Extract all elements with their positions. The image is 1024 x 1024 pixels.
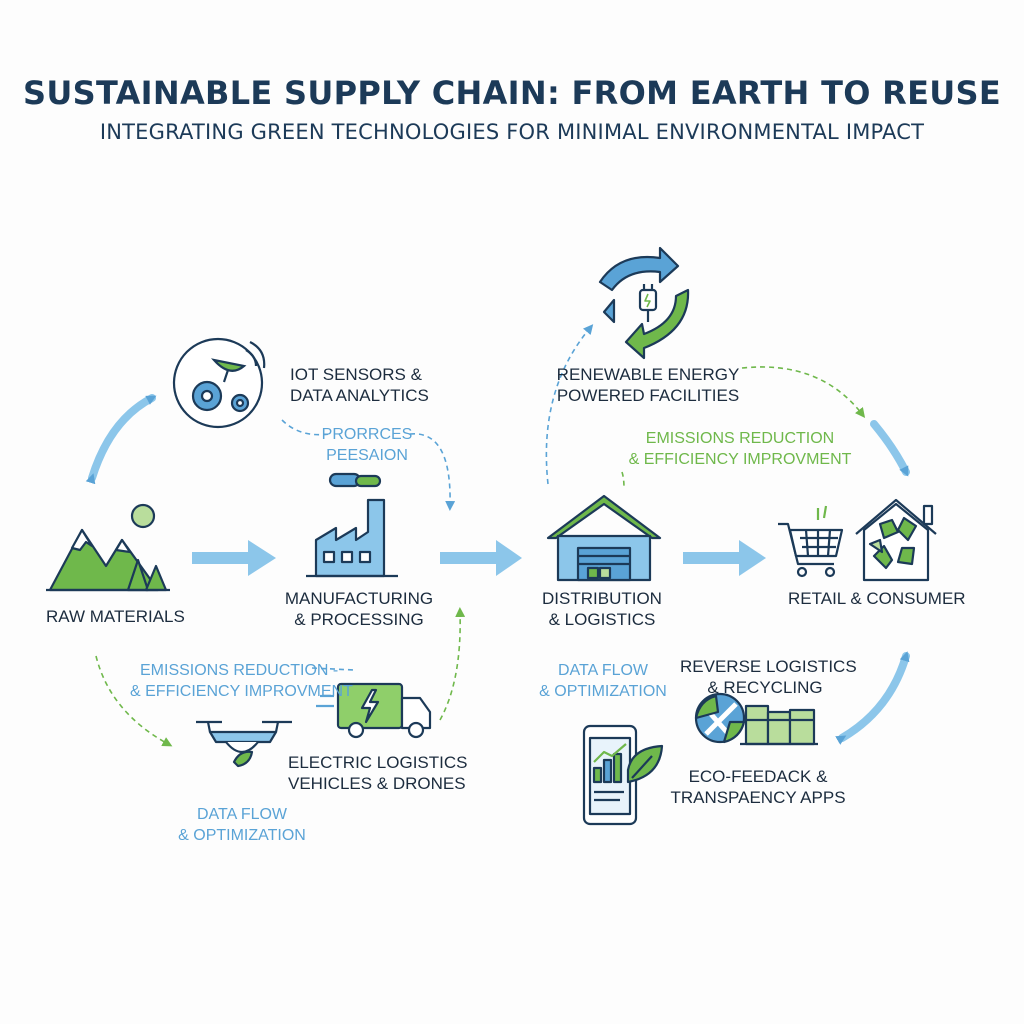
stage-manufacturing-line1: MANUFACTURING: [284, 589, 434, 608]
tech-iot-label: IOT SENSORS & DATA ANALYTICS: [290, 364, 429, 406]
stage-retail-label: RETAIL & CONSUMER: [788, 589, 966, 608]
tech-electric-line2: VEHICLES & DRONES: [288, 774, 466, 793]
tech-iot-line1: IOT SENSORS &: [290, 365, 422, 384]
tech-renewable-label: RENEWABLE ENERGY POWERED FACILITIES: [556, 364, 740, 406]
dashed-connector-truck-manufacturing: [439, 607, 466, 721]
dashed-connector-distribution-renewable: [545, 324, 594, 485]
tech-eco-feedback-line2: TRANSPAENCY APPS: [670, 788, 846, 807]
electric-truck-icon: [316, 682, 432, 739]
stage-manufacturing-label: MANUFACTURING & PROCESSING: [282, 588, 436, 630]
curved-arrow-raw-iot: [85, 394, 157, 485]
stage-manufacturing-line2: & PROCESSING: [294, 610, 424, 629]
annotation-emissions-right-line1: EMISSIONS REDUCTION: [645, 430, 835, 447]
annotation-emissions-right-line2: & EFFICIENCY IMPROVMENT: [628, 451, 852, 468]
tech-eco-feedback-label: ECO-FEEDACK & TRANSPAENCY APPS: [664, 766, 852, 808]
warehouse-icon: [546, 494, 662, 582]
drone-icon: [196, 720, 292, 768]
annotation-data-flow-right-line2: & OPTIMIZATION: [539, 683, 667, 700]
annotation-data-flow-right: DATA FLOW & OPTIMIZATION: [538, 660, 668, 702]
recycle-house-icon: [855, 498, 937, 582]
tech-reverse-line2: & RECYCLING: [707, 678, 823, 697]
annotation-data-flow-bottom-line1: DATA FLOW: [196, 806, 288, 823]
dashed-connector-iot-manufacturing: [281, 419, 450, 506]
dashed-connector-emissions-distribution: [621, 471, 625, 489]
tech-reverse-label: REVERSE LOGISTICS & RECYCLING: [680, 656, 857, 698]
annotation-data-flow-bottom-line2: & OPTIMIZATION: [178, 827, 306, 844]
annotation-data-flow-bottom: DATA FLOW & OPTIMIZATION: [174, 804, 310, 846]
flow-arrow-distribution-to-retail: [683, 540, 766, 576]
flow-arrow-manufacturing-to-distribution: [440, 540, 522, 576]
page-title: SUSTAINABLE SUPPLY CHAIN: FROM EARTH TO …: [22, 74, 1002, 112]
annotation-process-precision-line2: PEESAION: [326, 447, 408, 464]
stage-distribution-label: DISTRIBUTION & LOGISTICS: [532, 588, 672, 630]
renewable-energy-icon: [598, 246, 690, 360]
annotation-process-precision: PRORRCES PEESAION: [312, 424, 422, 466]
shopping-cart-icon: [778, 505, 844, 578]
stage-distribution-line2: & LOGISTICS: [548, 610, 656, 629]
page-subtitle: INTEGRATING GREEN TECHNOLOGIES FOR MINIM…: [99, 120, 925, 144]
recycling-icon: [694, 692, 818, 746]
annotation-data-flow-right-line1: DATA FLOW: [557, 662, 649, 679]
annotation-emissions-right: EMISSIONS REDUCTION & EFFICIENCY IMPROVM…: [620, 428, 860, 470]
phone-app-icon: [582, 724, 664, 826]
stage-distribution-line1: DISTRIBUTION: [542, 589, 662, 608]
annotation-emissions-left: EMISSIONS REDUCTION - & EFFICIENCY IMPRO…: [130, 660, 353, 702]
tech-reverse-line1: REVERSE LOGISTICS: [680, 657, 857, 676]
curved-arrow-retail-reverse: [835, 651, 910, 745]
tech-electric-label: ELECTRIC LOGISTICS VEHICLES & DRONES: [288, 752, 467, 794]
tech-iot-line2: DATA ANALYTICS: [290, 386, 429, 405]
dashed-connector-raw-drone: [95, 655, 173, 747]
annotation-emissions-left-line1: EMISSIONS REDUCTION -: [140, 662, 339, 679]
flow-arrow-raw-to-manufacturing: [192, 540, 276, 576]
tech-renewable-line2: POWERED FACILITIES: [556, 386, 740, 405]
tech-renewable-line1: RENEWABLE ENERGY: [556, 365, 740, 384]
mountain-icon: [46, 503, 170, 592]
iot-sensor-icon: [172, 337, 266, 429]
stage-raw-materials-label: RAW MATERIALS: [46, 607, 185, 626]
dashed-connector-emissions-truck: [311, 667, 355, 671]
tech-electric-line1: ELECTRIC LOGISTICS: [288, 753, 468, 772]
dashed-connector-renewable-retail: [741, 366, 866, 418]
tech-eco-feedback-line1: ECO-FEEDACK &: [688, 767, 828, 786]
factory-icon: [306, 472, 398, 578]
annotation-process-precision-line1: PRORRCES: [321, 426, 413, 443]
annotation-emissions-left-line2: & EFFICIENCY IMPROVMENT: [130, 683, 353, 700]
curved-arrow-renewable-retail: [870, 420, 910, 477]
